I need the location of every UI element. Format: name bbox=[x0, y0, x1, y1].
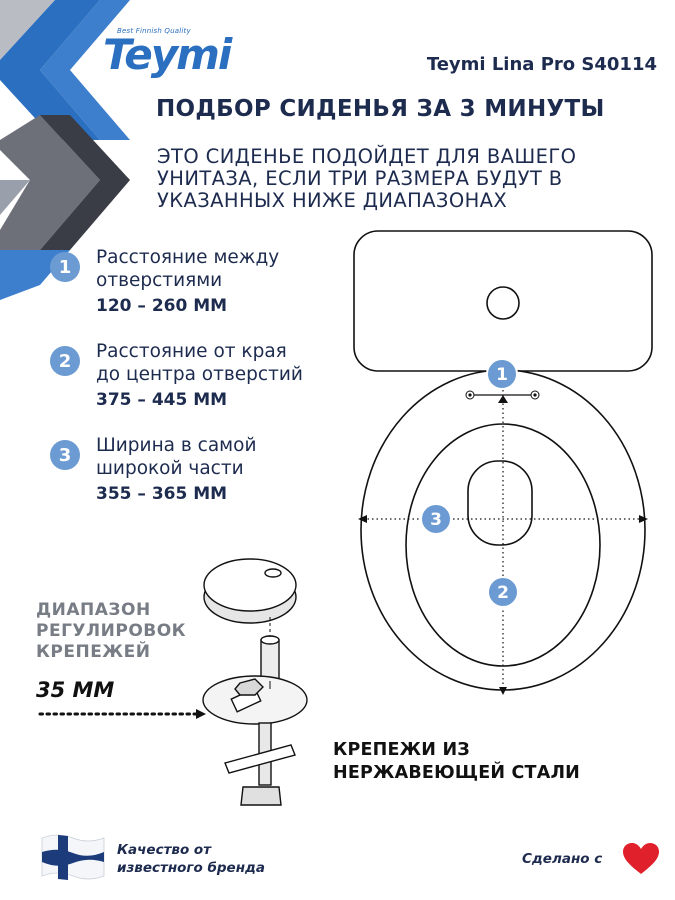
intro-text: ЭТО СИДЕНЬЕ ПОДОЙДЕТ ДЛЯ ВАШЕГО УНИТАЗА,… bbox=[157, 146, 576, 212]
finland-flag-icon bbox=[41, 834, 105, 880]
marker-1-label: 1 bbox=[496, 365, 508, 385]
range-title-line: ДИАПАЗОН bbox=[36, 600, 151, 620]
spec-number: 1 bbox=[50, 252, 80, 282]
spec-label: Ширина в самой широкой части bbox=[96, 434, 256, 480]
marker-3-label: 3 bbox=[430, 510, 442, 530]
spec-label-line: Расстояние между bbox=[96, 247, 280, 268]
bowl-opening bbox=[467, 460, 533, 546]
quality-caption: Качество от известного бренда bbox=[117, 841, 265, 877]
quality-line: Качество от bbox=[117, 842, 212, 858]
quality-line: известного бренда bbox=[117, 860, 266, 876]
intro-line: УКАЗАННЫХ НИЖЕ ДИАПАЗОНАХ bbox=[157, 189, 508, 212]
spec-value: 355 – 365 ММ bbox=[96, 484, 228, 504]
spec-label-line: Ширина в самой bbox=[96, 435, 257, 456]
marker-3 bbox=[420, 503, 452, 535]
page-title: ПОДБОР СИДЕНЬЯ ЗА 3 МИНУТЫ bbox=[156, 96, 605, 122]
brand-tagline: Best Finnish Quality bbox=[117, 27, 191, 35]
brand-name: Teymi bbox=[103, 30, 232, 79]
range-title-line: КРЕПЕЖЕЙ bbox=[36, 642, 151, 662]
flush-button bbox=[486, 286, 520, 320]
spec-label-line: до центра отверстий bbox=[96, 364, 303, 385]
adjustment-range-value: 35 ММ bbox=[36, 678, 115, 702]
model-name: Teymi Lina Pro S40114 bbox=[426, 54, 657, 75]
spec-label: Расстояние от края до центра отверстий bbox=[96, 340, 303, 386]
teymi-logo: Best Finnish Quality Teymi bbox=[103, 27, 243, 85]
spec-number: 2 bbox=[50, 346, 80, 376]
spec-label-line: Расстояние от края bbox=[96, 341, 287, 362]
chevron-decor bbox=[0, 0, 130, 300]
spec-label: Расстояние между отверстиями bbox=[96, 246, 279, 292]
made-with-text: Сделано с bbox=[522, 851, 603, 867]
spec-value: 120 – 260 ММ bbox=[96, 296, 228, 316]
spec-label-line: широкой части bbox=[96, 458, 244, 479]
steel-fasteners-caption: КРЕПЕЖИ ИЗ НЕРЖАВЕЮЩЕЙ СТАЛИ bbox=[333, 739, 580, 785]
fastener-illustration bbox=[202, 558, 308, 806]
dotted-pointer bbox=[38, 709, 206, 719]
intro-line: ЭТО СИДЕНЬЕ ПОДОЙДЕТ ДЛЯ ВАШЕГО bbox=[157, 145, 577, 168]
steel-line: НЕРЖАВЕЮЩЕЙ СТАЛИ bbox=[333, 763, 581, 783]
marker-2 bbox=[487, 576, 519, 608]
spec-label-line: отверстиями bbox=[96, 270, 223, 291]
range-title-line: РЕГУЛИРОВОК bbox=[36, 621, 187, 641]
intro-line: УНИТАЗА, ЕСЛИ ТРИ РАЗМЕРА БУДУТ В bbox=[157, 167, 563, 190]
marker-2-label: 2 bbox=[497, 583, 509, 603]
spec-number: 3 bbox=[50, 440, 80, 470]
heart-icon bbox=[623, 843, 659, 874]
spec-value: 375 – 445 ММ bbox=[96, 390, 228, 410]
toilet-diagram: 1 3 2 bbox=[353, 230, 653, 695]
steel-line: КРЕПЕЖИ ИЗ bbox=[333, 740, 470, 760]
marker-1 bbox=[486, 358, 518, 390]
adjustment-range-title: ДИАПАЗОН РЕГУЛИРОВОК КРЕПЕЖЕЙ bbox=[36, 600, 186, 663]
